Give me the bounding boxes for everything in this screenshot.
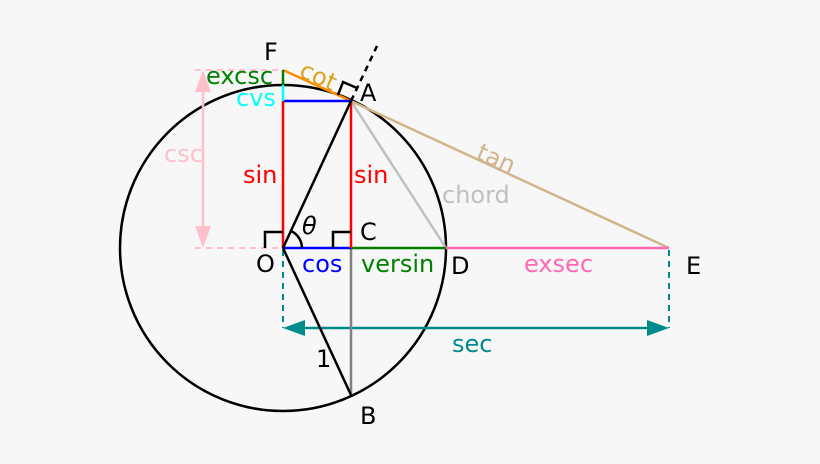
exsec-label: exsec bbox=[524, 250, 593, 278]
radius-OB bbox=[281, 247, 353, 396]
sin-left-label: sin bbox=[243, 161, 277, 189]
tan-line bbox=[350, 99, 670, 250]
sin-right-label: sin bbox=[354, 161, 388, 189]
csc-arrowheads bbox=[195, 70, 211, 248]
point-B: B bbox=[360, 402, 376, 430]
point-D: D bbox=[451, 252, 469, 280]
versin-label: versin bbox=[361, 250, 434, 278]
excsc-label: excsc bbox=[206, 62, 273, 90]
csc-label: csc bbox=[164, 140, 203, 168]
radius-label: 1 bbox=[316, 345, 331, 373]
right-angle-O bbox=[263, 230, 283, 248]
right-angle-A bbox=[336, 80, 358, 96]
point-C: C bbox=[360, 218, 377, 246]
point-E: E bbox=[686, 252, 701, 280]
sec-label: sec bbox=[452, 330, 492, 358]
point-A: A bbox=[360, 79, 377, 107]
point-F: F bbox=[264, 38, 278, 66]
point-O: O bbox=[256, 250, 275, 278]
cvs-label: cvs bbox=[236, 84, 276, 112]
cot-line bbox=[282, 68, 352, 103]
radius-OA bbox=[281, 100, 353, 249]
right-angle-C bbox=[331, 230, 351, 248]
chord-line bbox=[349, 100, 448, 249]
chord-label: chord bbox=[442, 181, 510, 209]
cos-label: cos bbox=[302, 250, 342, 278]
theta-label: θ bbox=[302, 212, 317, 240]
theta-arc bbox=[290, 229, 304, 249]
